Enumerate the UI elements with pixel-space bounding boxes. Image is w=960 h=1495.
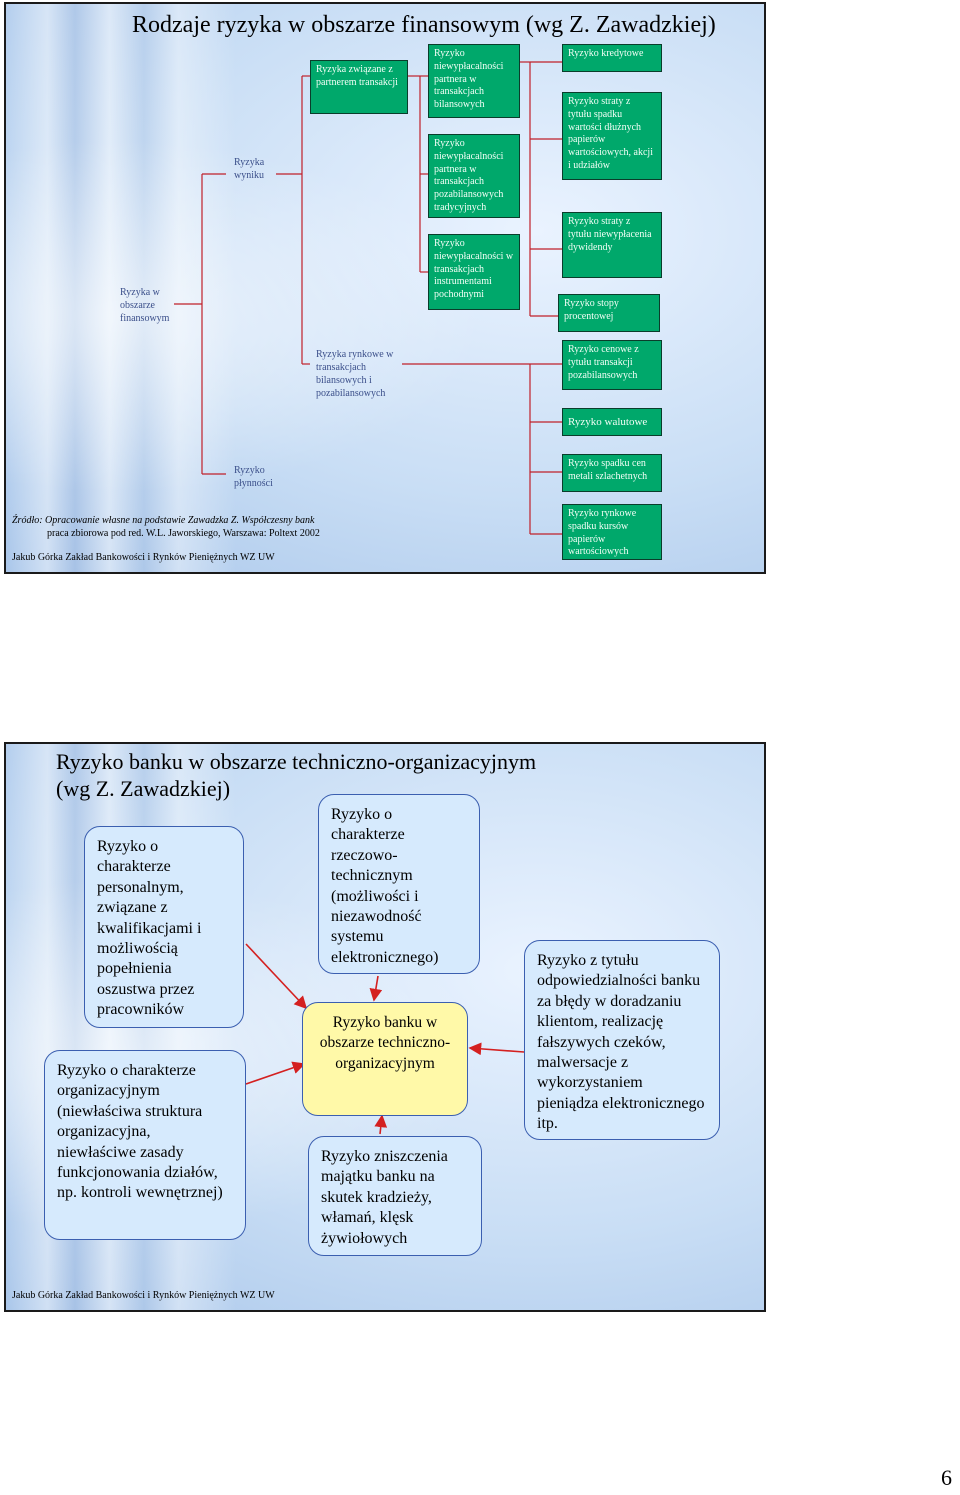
- metali-box: Ryzyko spadku cen metali szlachetnych: [562, 454, 662, 492]
- slide2-title-line-1: Ryzyko banku w obszarze techniczno-organ…: [56, 749, 537, 774]
- niew-bil-box: Ryzyko niewypłacalności partnera w trans…: [428, 44, 520, 118]
- slide2-footer: Jakub Górka Zakład Bankowości i Rynków P…: [12, 1290, 275, 1301]
- straty-spadku-box: Ryzyko straty z tytułu spadku wartości d…: [562, 92, 662, 180]
- partner-box: Ryzyka związane z partnerem transakcji: [310, 60, 408, 114]
- zniszczenia-box: Ryzyko zniszczenia majątku banku na skut…: [308, 1136, 482, 1256]
- slide-technical-risk: Ryzyko banku w obszarze techniczno-organ…: [4, 742, 766, 1312]
- straty-dywidendy-box: Ryzyko straty z tytułu niewypłacenia dyw…: [562, 212, 662, 278]
- source-line-1: Źródło: Opracowanie własne na podstawie …: [12, 515, 315, 526]
- center-box: Ryzyko banku w obszarze techniczno-organ…: [302, 1002, 468, 1116]
- kursow-box: Ryzyko rynkowe spadku kursów papierów wa…: [562, 504, 662, 560]
- org-chart-connectors: [174, 61, 562, 535]
- rzeczowo-box: Ryzyko o charakterze rzeczowo-techniczny…: [318, 794, 480, 974]
- page-number: 6: [941, 1465, 952, 1490]
- organizacyjny-box: Ryzyko o charakterze organizacyjnym (nie…: [44, 1050, 246, 1240]
- niew-pozabil-box: Ryzyko niewypłacalności partnera w trans…: [428, 134, 520, 218]
- stopy-box: Ryzyko stopy procentowej: [558, 294, 660, 332]
- personalny-box: Ryzyko o charakterze personalnym, związa…: [84, 826, 244, 1028]
- slide2-title: Ryzyko banku w obszarze techniczno-organ…: [56, 748, 536, 802]
- slide2-title-line-2: (wg Z. Zawadzkiej): [56, 776, 231, 801]
- slide1-title: Rodzaje ryzyka w obszarze finansowym (wg…: [132, 12, 716, 38]
- arrows: [245, 943, 525, 1135]
- rynkowe-label: Ryzyka rynkowe w transakcjach bilansowyc…: [316, 349, 394, 399]
- source-note: Źródło: Opracowanie własne na podstawie …: [12, 514, 372, 540]
- niew-instr-box: Ryzyko niewypłacalności w transakcjach i…: [428, 234, 520, 310]
- root-label: Ryzyka w obszarze finansowym: [120, 287, 170, 324]
- source-line-2: praca zbiorowa pod red. W.L. Jaworskiego…: [47, 528, 320, 539]
- odpowiedzialnosci-box: Ryzyko z tytułu odpowiedzialności banku …: [524, 940, 720, 1140]
- kredytowe-box: Ryzyko kredytowe: [562, 44, 662, 72]
- slide-financial-risk: Rodzaje ryzyka w obszarze finansowym (wg…: [4, 2, 766, 574]
- wynik-label: Ryzyka wyniku: [234, 157, 265, 181]
- cenowe-box: Ryzyko cenowe z tytułu transakcji pozabi…: [562, 340, 662, 390]
- plynnosci-label: Ryzyko płynności: [234, 465, 273, 489]
- walutowe-box: Ryzyko walutowe: [562, 408, 662, 436]
- slide1-footer: Jakub Górka Zakład Bankowości i Rynków P…: [12, 552, 275, 563]
